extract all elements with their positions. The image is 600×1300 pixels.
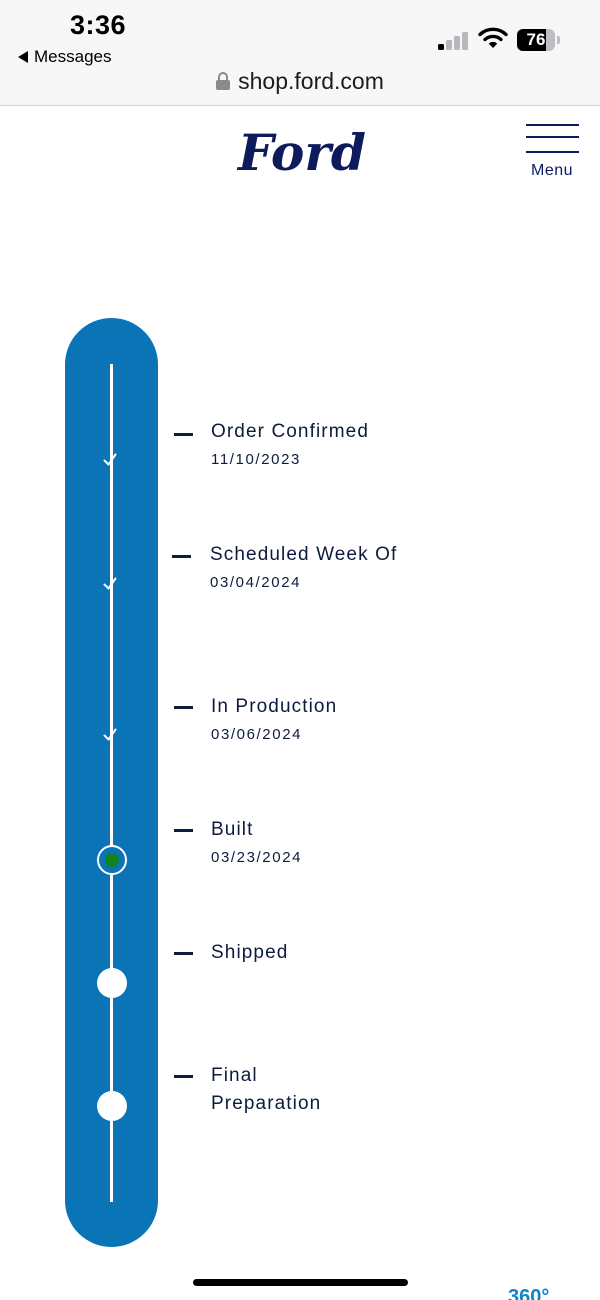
back-app-label: Messages — [34, 47, 112, 66]
step-pending-dot-icon — [97, 968, 127, 998]
address-bar[interactable]: shop.ford.com — [0, 64, 600, 98]
step-scheduled-week-of: Scheduled Week Of 03/04/2024 — [210, 541, 400, 595]
menu-label: Menu — [530, 162, 574, 179]
site-header: Ford Menu — [0, 106, 600, 196]
step-label: Final Preparation — [211, 1065, 322, 1114]
back-triangle-icon — [18, 51, 28, 63]
step-date: 03/23/2024 — [211, 849, 303, 866]
step-dash — [172, 555, 191, 558]
step-current-dot-icon — [97, 845, 127, 875]
view-360-link[interactable]: 360° — [508, 1286, 550, 1300]
menu-button[interactable]: Menu — [522, 122, 582, 184]
battery-tip-icon — [557, 36, 560, 44]
battery-percent: 76 — [526, 30, 546, 49]
battery-icon: 76 — [517, 29, 555, 51]
status-time: 3:36 — [70, 10, 127, 40]
step-label: Shipped — [211, 942, 289, 963]
step-date: 03/04/2024 — [210, 574, 302, 591]
step-final-preparation: Final Preparation — [211, 1062, 361, 1118]
step-date: 11/10/2023 — [211, 451, 301, 468]
status-bar: 3:36 Messages 76 shop.ford.com — [0, 0, 600, 106]
tracker-line — [110, 364, 113, 1202]
step-complete-check-icon — [97, 571, 127, 601]
back-to-messages-link[interactable]: Messages — [18, 47, 111, 67]
step-built: Built 03/23/2024 — [211, 816, 431, 870]
step-dash — [174, 1075, 193, 1078]
step-pending-dot-icon — [97, 1091, 127, 1121]
cellular-signal-icon — [438, 30, 470, 50]
battery-fill — [517, 29, 546, 51]
order-status-tracker: Order Confirmed 11/10/2023 Scheduled Wee… — [0, 318, 600, 1250]
step-date: 03/06/2024 — [211, 726, 303, 743]
hamburger-icon — [526, 124, 579, 126]
step-in-production: In Production 03/06/2024 — [211, 693, 431, 747]
step-dash — [174, 706, 193, 709]
step-dash — [174, 433, 193, 436]
url-text: shop.ford.com — [238, 67, 384, 94]
step-label: In Production — [211, 696, 338, 717]
step-dash — [174, 952, 193, 955]
step-order-confirmed: Order Confirmed 11/10/2023 — [211, 418, 431, 472]
step-label: Order Confirmed — [211, 421, 369, 442]
lock-icon — [216, 72, 231, 90]
step-label: Built — [211, 819, 254, 840]
home-indicator — [193, 1279, 408, 1286]
step-dash — [174, 829, 193, 832]
step-complete-check-icon — [97, 447, 127, 477]
ford-logo[interactable]: Ford — [236, 122, 370, 180]
wifi-icon — [478, 27, 508, 48]
step-label: Scheduled Week Of — [210, 544, 398, 565]
svg-text:Ford: Ford — [236, 123, 366, 180]
step-shipped: Shipped — [211, 939, 431, 967]
step-complete-check-icon — [97, 722, 127, 752]
